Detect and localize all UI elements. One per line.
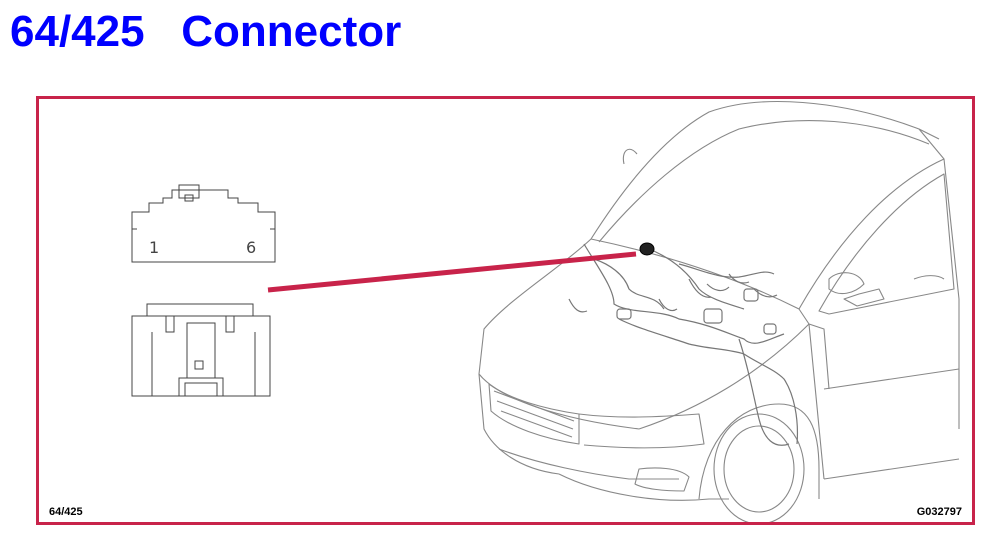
connector-front-view <box>131 184 276 263</box>
image-code-label: G032797 <box>916 506 962 518</box>
diagram-drawing: 1 6 <box>131 101 960 522</box>
wiring-harness <box>568 243 799 446</box>
connector-location-marker <box>639 242 655 256</box>
pointer-line <box>267 251 637 293</box>
page-title: 64/425 Connector <box>10 7 402 56</box>
pin-label-first: 1 <box>149 238 159 257</box>
pin-label-last: 6 <box>246 238 256 257</box>
diagram-frame: 1 6 <box>36 96 975 525</box>
diagram-id-label: 64/425 <box>49 506 83 518</box>
connector-side-view <box>131 303 271 397</box>
car-illustration <box>478 101 960 522</box>
